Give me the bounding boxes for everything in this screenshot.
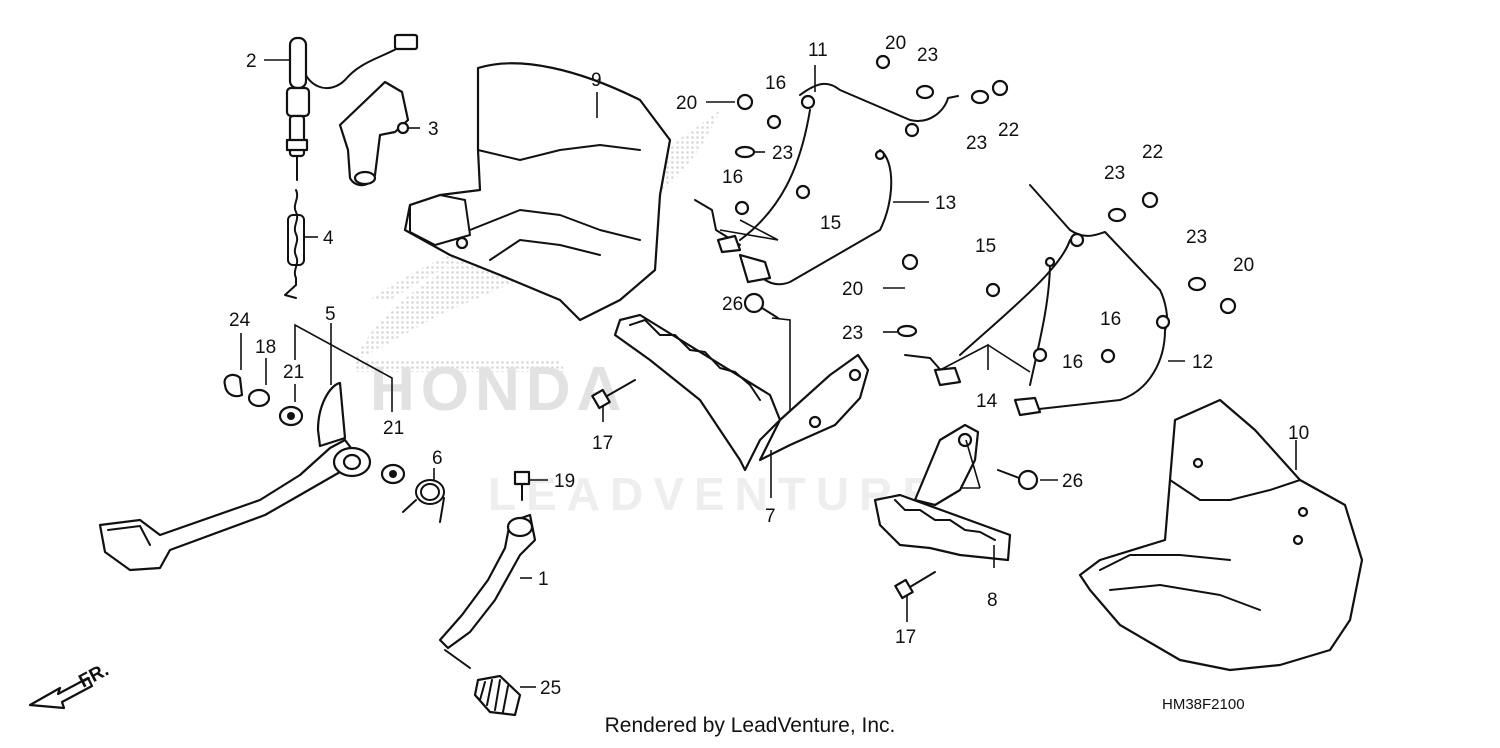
callout-labels: 2 3 4 9 5 24 18 21 21 6 19 1 25 17 7 26 … <box>229 33 1309 699</box>
callout-11: 11 <box>808 40 828 61</box>
callout-14: 14 <box>976 391 998 412</box>
callout-16c: 16 <box>1100 309 1121 330</box>
callout-23b: 23 <box>917 45 938 66</box>
callout-25: 25 <box>540 678 561 699</box>
honda-watermark-text: HONDA <box>370 355 627 424</box>
brake-pedal-part <box>98 381 372 572</box>
callout-20a: 20 <box>676 93 697 114</box>
callout-20c: 20 <box>842 279 863 300</box>
callout-4: 4 <box>323 228 334 249</box>
callout-17a: 17 <box>592 433 613 454</box>
callout-13: 13 <box>935 193 956 214</box>
callout-23c: 23 <box>966 133 987 154</box>
leadventure-watermark-text: LEADVENTURE <box>488 468 943 520</box>
callout-23f: 23 <box>1186 227 1207 248</box>
stop-switch-part <box>285 33 419 181</box>
bolt-26-right-part <box>997 469 1039 491</box>
callout-3: 3 <box>428 119 439 140</box>
callout-24: 24 <box>229 310 251 331</box>
callout-21a: 21 <box>283 362 304 383</box>
callout-2: 2 <box>246 51 257 72</box>
diagram-code: HM38F2100 <box>1162 696 1245 713</box>
callout-23e: 23 <box>1104 163 1125 184</box>
bolt-19-part <box>513 470 531 501</box>
callout-16a: 16 <box>765 73 786 94</box>
callout-16d: 16 <box>1062 352 1083 373</box>
left-stay-brackets <box>694 82 959 286</box>
callout-26a: 26 <box>722 294 743 315</box>
left-mud-guard-part <box>403 62 672 322</box>
shift-pedal-part <box>438 513 537 669</box>
callout-23d: 23 <box>842 323 863 344</box>
return-spring-part <box>284 189 305 299</box>
right-mud-guard-part <box>1078 398 1364 672</box>
callout-18: 18 <box>255 337 276 358</box>
right-footpeg-part <box>873 423 1012 562</box>
callout-6: 6 <box>432 448 443 469</box>
callout-7: 7 <box>765 506 776 527</box>
callout-9: 9 <box>591 70 602 91</box>
callout-20b: 20 <box>885 33 906 54</box>
bolt-26-left-part <box>743 292 779 319</box>
right-stay-brackets <box>904 184 1171 417</box>
callout-20d: 20 <box>1233 255 1254 276</box>
bolt-17-right-part <box>894 571 936 600</box>
callout-10: 10 <box>1288 423 1309 444</box>
leader-lines <box>240 59 1297 688</box>
pedal-spring-part <box>402 479 445 523</box>
callout-26b: 26 <box>1062 471 1083 492</box>
callout-19: 19 <box>554 471 575 492</box>
callout-15a: 15 <box>820 213 841 234</box>
callout-17b: 17 <box>895 627 916 648</box>
bolt-17-left-part <box>591 379 636 410</box>
shift-pedal-rubber-part <box>473 674 522 717</box>
callout-8: 8 <box>987 590 998 611</box>
front-direction-icon <box>28 676 94 710</box>
callout-23a: 23 <box>772 143 793 164</box>
hardware-washers <box>734 54 1237 364</box>
left-footpeg-part <box>613 313 870 472</box>
switch-bracket-part <box>338 80 410 187</box>
callout-1: 1 <box>538 569 549 590</box>
callout-22a: 22 <box>998 120 1019 141</box>
rendered-by-credit: Rendered by LeadVenture, Inc. <box>604 714 896 737</box>
callout-21b: 21 <box>383 418 404 439</box>
callout-22b: 22 <box>1142 142 1163 163</box>
callout-12: 12 <box>1192 352 1213 373</box>
callout-15b: 15 <box>975 236 996 257</box>
brake-pedal-hardware <box>223 373 406 485</box>
callout-5: 5 <box>325 304 336 325</box>
callout-16b: 16 <box>722 167 743 188</box>
